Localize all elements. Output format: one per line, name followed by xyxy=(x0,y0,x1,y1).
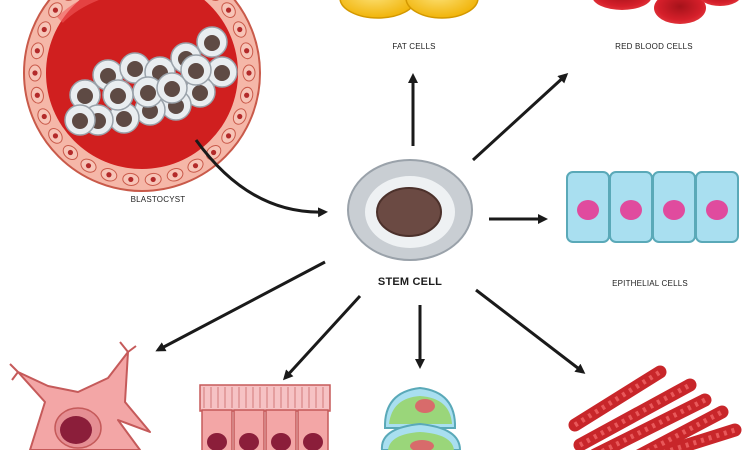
columnar-nucleus xyxy=(239,433,259,450)
label-stem-cell: STEM CELL xyxy=(377,276,443,288)
muscle-fibers-illustration xyxy=(568,365,742,450)
stem-cell-nucleus xyxy=(376,187,442,237)
arrow-to-red-blood-cells xyxy=(471,72,569,162)
icm-cell-nucleus xyxy=(127,61,143,77)
budding-cells-illustration xyxy=(380,386,462,450)
wall-cell-nucleus xyxy=(67,149,74,156)
wall-cell-nucleus xyxy=(128,176,134,183)
arrow-to-nerve-cell xyxy=(155,260,326,352)
icm-cell-nucleus xyxy=(214,65,230,81)
icm-cell-nucleus xyxy=(116,111,132,127)
wall-cell-nucleus xyxy=(41,113,47,120)
wall-cell-nucleus xyxy=(106,172,112,178)
wall-cell-nucleus xyxy=(225,7,232,13)
wall-cell-nucleus xyxy=(52,7,59,13)
blastocyst-illustration xyxy=(23,0,261,192)
wall-cell-nucleus xyxy=(172,172,178,178)
arrow-to-muscle-fibers xyxy=(475,288,586,374)
wall-cell-nucleus xyxy=(237,113,243,120)
nerve-cell-illustration xyxy=(9,341,151,450)
red-blood-cells-illustration xyxy=(593,0,740,24)
wall-cell-nucleus xyxy=(34,92,40,98)
wall-cell-nucleus xyxy=(34,48,40,54)
wall-cell-nucleus xyxy=(244,48,250,54)
label-blastocyst: BLASTOCYST xyxy=(130,195,186,204)
epithelial-nucleus xyxy=(620,200,642,220)
stem-cell-illustration xyxy=(347,159,473,261)
arrow-blastocyst-to-stem xyxy=(194,139,328,218)
muscle-fiber xyxy=(590,393,712,450)
inner-cell-mass xyxy=(64,26,238,136)
icm-cell-nucleus xyxy=(140,85,156,101)
icm-cell-nucleus xyxy=(188,63,204,79)
fat-cells-illustration xyxy=(339,0,479,19)
icm-cell-nucleus xyxy=(110,88,126,104)
wall-cell-nucleus xyxy=(85,163,92,169)
columnar-nucleus xyxy=(207,433,227,450)
muscle-fiber xyxy=(635,405,729,450)
columnar-nucleus xyxy=(271,433,291,450)
label-epithelial-cells: EPITHELIAL CELLS xyxy=(612,279,688,288)
wall-cell-nucleus xyxy=(237,26,243,33)
blastocyst-wall-cells xyxy=(28,0,256,186)
epithelial-nucleus xyxy=(706,200,728,220)
wall-cell-nucleus xyxy=(192,163,199,169)
icm-cell-nucleus xyxy=(77,88,93,104)
columnar-cells-illustration xyxy=(199,384,331,450)
label-fat-cells: FAT CELLS xyxy=(392,42,436,51)
wall-cell-nucleus xyxy=(246,70,252,76)
columnar-cell xyxy=(265,409,297,450)
epithelial-nucleus xyxy=(577,200,599,220)
wall-cell-nucleus xyxy=(32,70,38,76)
arrows xyxy=(155,72,586,381)
icm-cell-nucleus xyxy=(100,68,116,84)
columnar-nucleus xyxy=(303,433,323,450)
epithelial-cells-illustration xyxy=(566,171,739,243)
wall-cell-nucleus xyxy=(244,92,250,98)
icm-cell-nucleus xyxy=(204,35,220,51)
icm-cell-nucleus xyxy=(164,81,180,97)
icm-cell-nucleus xyxy=(72,113,88,129)
wall-cell-nucleus xyxy=(225,133,232,139)
wall-cell-nucleus xyxy=(41,26,47,33)
wall-cell-nucleus xyxy=(52,133,59,139)
wall-cell-nucleus xyxy=(210,149,217,156)
epithelial-nucleus xyxy=(663,200,685,220)
icm-cell-nucleus xyxy=(192,85,208,101)
label-red-blood-cells: RED BLOOD CELLS xyxy=(615,42,693,51)
wall-cell-nucleus xyxy=(150,176,156,183)
arrow-to-columnar-cells xyxy=(282,294,362,381)
